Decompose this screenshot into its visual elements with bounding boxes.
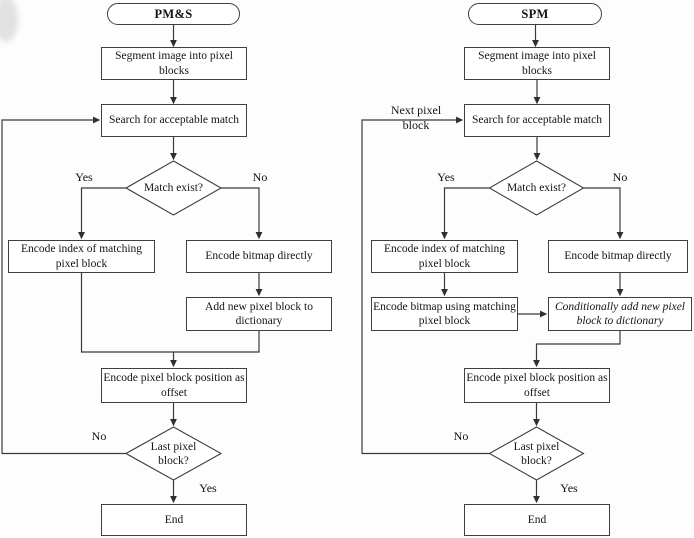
spm-edge-match-yes [441, 187, 490, 240]
spm-edge-loop-no [361, 116, 490, 455]
spm-decision-last-block-label: Last pixel block? [513, 440, 560, 467]
spm-node-conditional-add-dictionary: Conditionally add new pixel block to dic… [548, 297, 692, 331]
spm-node-encode-bitmap: Encode bitmap directly [548, 240, 688, 273]
spm-edge-match-no [583, 187, 624, 240]
pms-edge-merge [80, 273, 260, 353]
pms-decision-last-block [124, 426, 223, 481]
pms-label-yes-match: Yes [75, 170, 93, 184]
pms-label-no-match: No [252, 170, 268, 184]
pms-node-encode-index: Encode index of matching pixel block [8, 240, 155, 273]
spm-node-encode-position: Encode pixel block position as offset [464, 368, 610, 403]
spm-label-yes-match: Yes [437, 170, 455, 184]
pms-terminator: PM&S [107, 3, 240, 25]
spm-node-end: End [464, 504, 610, 536]
pms-node-encode-position: Encode pixel block position as offset [101, 368, 247, 403]
spm-label-no-last: No [453, 429, 469, 443]
pms-node-segment-image: Segment image into pixel blocks [101, 47, 247, 80]
pms-node-add-dictionary: Add new pixel block to dictionary [186, 297, 332, 331]
pms-node-encode-bitmap: Encode bitmap directly [186, 240, 332, 273]
pms-edge-loop-no [1, 116, 127, 455]
spm-node-encode-bitmap-matching: Encode bitmap using matching pixel block [371, 297, 518, 331]
spm-node-encode-index: Encode index of matching pixel block [371, 240, 518, 273]
pms-decision-match-exist [124, 160, 223, 216]
spm-label-no-match: No [612, 170, 628, 184]
pms-label-yes-last: Yes [199, 481, 217, 495]
spm-label-yes-last: Yes [560, 481, 578, 495]
pms-edge-match-no [221, 187, 263, 240]
pms-edge-match-yes [78, 187, 127, 240]
pms-decision-match-exist-label: Match exist? [143, 182, 204, 194]
scan-artifact [0, 0, 18, 42]
spm-edge-conditional-position [533, 331, 621, 368]
pms-decision-last-block-label: Last pixel block? [150, 440, 197, 467]
spm-terminator: SPM [468, 3, 602, 25]
spm-node-search-match: Search for acceptable match [464, 104, 610, 137]
spm-decision-last-block [488, 426, 585, 481]
spm-label-next-pixel-block: Next pixel block [390, 103, 442, 132]
spm-decision-match-exist-label: Match exist? [506, 182, 567, 194]
spm-node-segment-image: Segment image into pixel blocks [464, 47, 610, 80]
pms-node-end: End [101, 504, 247, 536]
pms-node-search-match: Search for acceptable match [101, 104, 247, 137]
pms-label-no-last: No [91, 429, 107, 443]
spm-decision-match-exist [488, 160, 585, 216]
